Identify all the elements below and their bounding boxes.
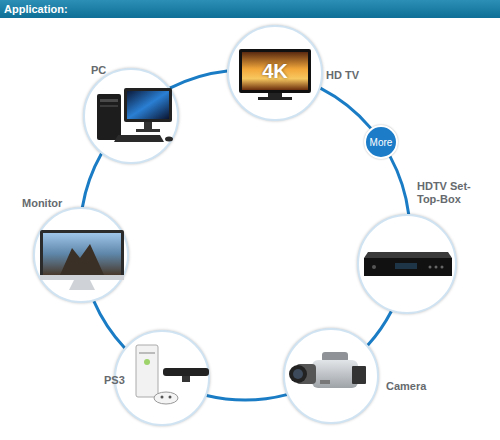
ring-connector [207, 395, 287, 400]
ring-connector [170, 71, 227, 88]
more-circle: More [364, 125, 398, 159]
device-circle: PS3 [114, 330, 210, 426]
device-label: HD TV [326, 69, 376, 82]
device-label: Monitor [22, 197, 82, 210]
screen-text: 4K [245, 59, 305, 83]
device-label: Camera [386, 380, 446, 393]
device-label: HDTV Set-Top-Box [417, 180, 493, 206]
device-circle: Monitor [33, 207, 129, 303]
ring-connector [82, 154, 101, 208]
device-circle: Camera [283, 328, 379, 424]
ring-connector [94, 301, 125, 348]
title: Application: [4, 0, 68, 18]
device-label: PS3 [104, 374, 144, 387]
ring-connector [368, 311, 392, 345]
header-bar: Application: [0, 0, 500, 18]
ring-connector [320, 88, 371, 128]
device-label: PC [91, 64, 121, 77]
device-circle: PC [83, 68, 179, 164]
ring-connector [390, 156, 409, 214]
more-label: More [366, 127, 396, 157]
device-circle: HDTV Set-Top-Box [357, 214, 457, 314]
